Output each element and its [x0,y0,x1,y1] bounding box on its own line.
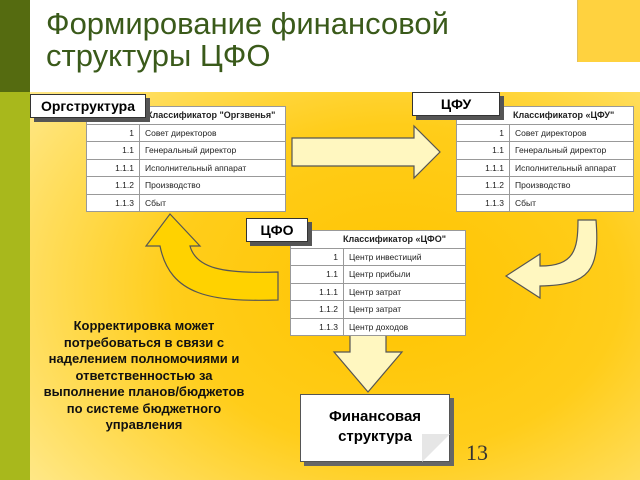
slide-title-line2: структуры ЦФО [46,38,271,73]
row-name: Генеральный директор [509,141,634,160]
row-name: Сбыт [139,193,286,212]
row-code: 1 [86,123,140,142]
left-accent-strip [0,0,30,480]
row-name: Совет директоров [509,123,634,142]
row-code: 1.1.1 [290,282,344,301]
slide-title-line1: Формирование финансовой [46,6,449,41]
row-name: Сбыт [509,193,634,212]
page-number: 13 [466,440,488,465]
arrow-cfu-to-cfo-icon [504,219,598,300]
financial-structure-box: Финансовая структура [300,394,450,462]
row-name: Генеральный директор [139,141,286,160]
cfu-tag: ЦФУ [412,92,500,116]
org-structure-tag: Оргструктура [30,94,146,118]
row-code: 1.1 [456,141,510,160]
row-name: Центр прибыли [343,265,466,284]
corner-accent [577,0,640,62]
arrow-org-to-cfu-icon [291,124,441,180]
financial-structure-line1: Финансовая [328,408,422,425]
row-name: Исполнительный аппарат [139,158,286,177]
row-name: Производство [509,176,634,195]
row-code: 1 [456,123,510,142]
row-name: Совет директоров [139,123,286,142]
row-name: Центр доходов [343,317,466,336]
row-code: 1.1.1 [86,158,140,177]
row-code: 1.1 [290,265,344,284]
row-code: 1 [290,247,344,266]
financial-structure-line2: структура [338,428,412,445]
row-name: Центр затрат [343,282,466,301]
row-name: Центр затрат [343,300,466,319]
row-code: 1.1.2 [86,176,140,195]
arrow-cfo-to-org-icon [144,213,279,301]
row-code: 1.1.2 [290,300,344,319]
title-area [30,0,640,92]
cfo-table-header: Классификатор «ЦФО" [290,230,466,249]
row-code: 1.1.3 [456,193,510,212]
cfo-tag: ЦФО [246,218,308,242]
row-name: Исполнительный аппарат [509,158,634,177]
correction-note: Корректировка может потребоваться в связ… [43,318,245,432]
row-code: 1.1.1 [456,158,510,177]
page-fold-icon [422,434,450,462]
row-name: Производство [139,176,286,195]
row-code: 1.1.3 [86,193,140,212]
arrow-cfo-to-result-icon [332,333,404,393]
slide-title: Формирование финансовой структуры ЦФО [46,8,449,72]
row-name: Центр инвестиций [343,247,466,266]
row-code: 1.1.2 [456,176,510,195]
row-code: 1.1 [86,141,140,160]
row-code: 1.1.3 [290,317,344,336]
